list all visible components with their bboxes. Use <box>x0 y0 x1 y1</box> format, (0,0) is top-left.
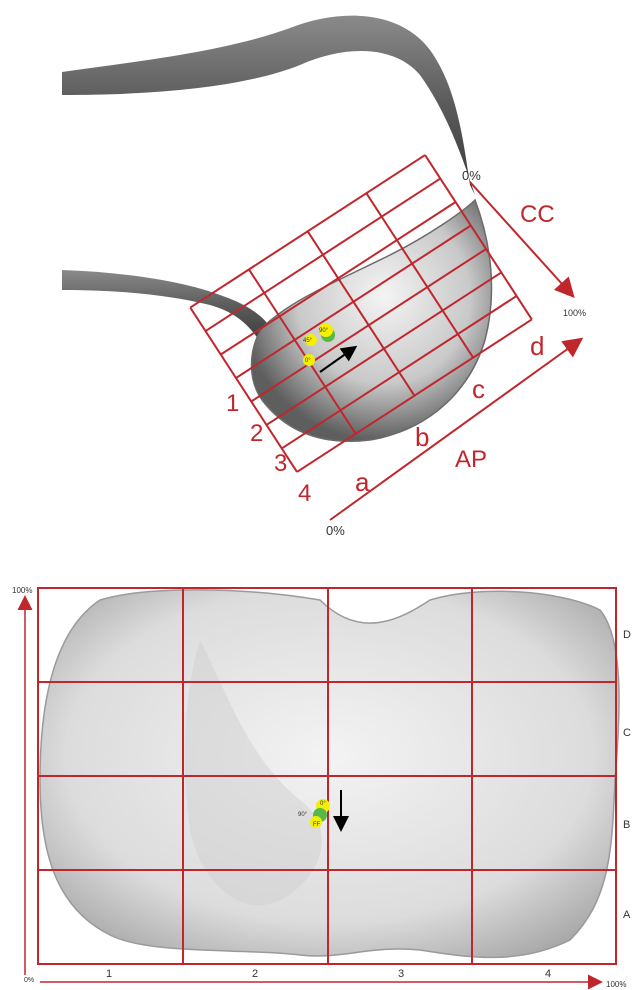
col-letter-b: b <box>415 422 429 452</box>
marker-90-bottom-label: 90° <box>298 812 308 818</box>
cc-end-label: 100% <box>563 308 586 318</box>
marker-45-label: 45° <box>303 338 313 344</box>
column-label-3: 3 <box>398 968 404 980</box>
row-label-A: A <box>623 909 631 921</box>
ap-label: AP <box>455 446 487 473</box>
cc-label: CC <box>520 201 555 228</box>
row-number-3: 3 <box>274 450 287 477</box>
row-number-2: 2 <box>250 420 263 447</box>
ap-start-label: 0% <box>326 523 345 538</box>
column-label-2: 2 <box>252 968 258 980</box>
col-letter-d: d <box>530 331 544 361</box>
column-label-4: 4 <box>545 968 551 980</box>
marker-ff-bottom-label: FF <box>313 822 321 828</box>
cc-start-label: 0% <box>462 168 481 183</box>
row-number-4: 4 <box>298 480 311 507</box>
col-letter-a: a <box>355 467 370 497</box>
marker-0-label: 0° <box>305 358 311 364</box>
row-label-C: C <box>623 727 631 739</box>
column-label-1: 1 <box>106 968 112 980</box>
y-axis-top-label: 100% <box>12 586 32 595</box>
row-label-D: D <box>623 629 631 641</box>
tibial-plateau-surface <box>40 590 619 958</box>
origin-label: 0% <box>24 977 34 984</box>
marker-0-bottom-label: 0° <box>320 801 326 807</box>
top-figure: CC 0% 100% AP 0% 1 2 3 4 a b c d 45° 90°… <box>62 16 586 538</box>
bone-shaft <box>62 16 475 195</box>
x-axis-end-label: 100% <box>606 980 626 989</box>
row-label-B: B <box>623 819 630 831</box>
row-number-1: 1 <box>226 390 239 417</box>
bottom-figure: 100% 100% 0% 1 2 3 4 D C B A 0° 90° FF <box>12 586 631 989</box>
col-letter-c: c <box>472 374 485 404</box>
marker-90-label: 90° <box>319 328 329 334</box>
